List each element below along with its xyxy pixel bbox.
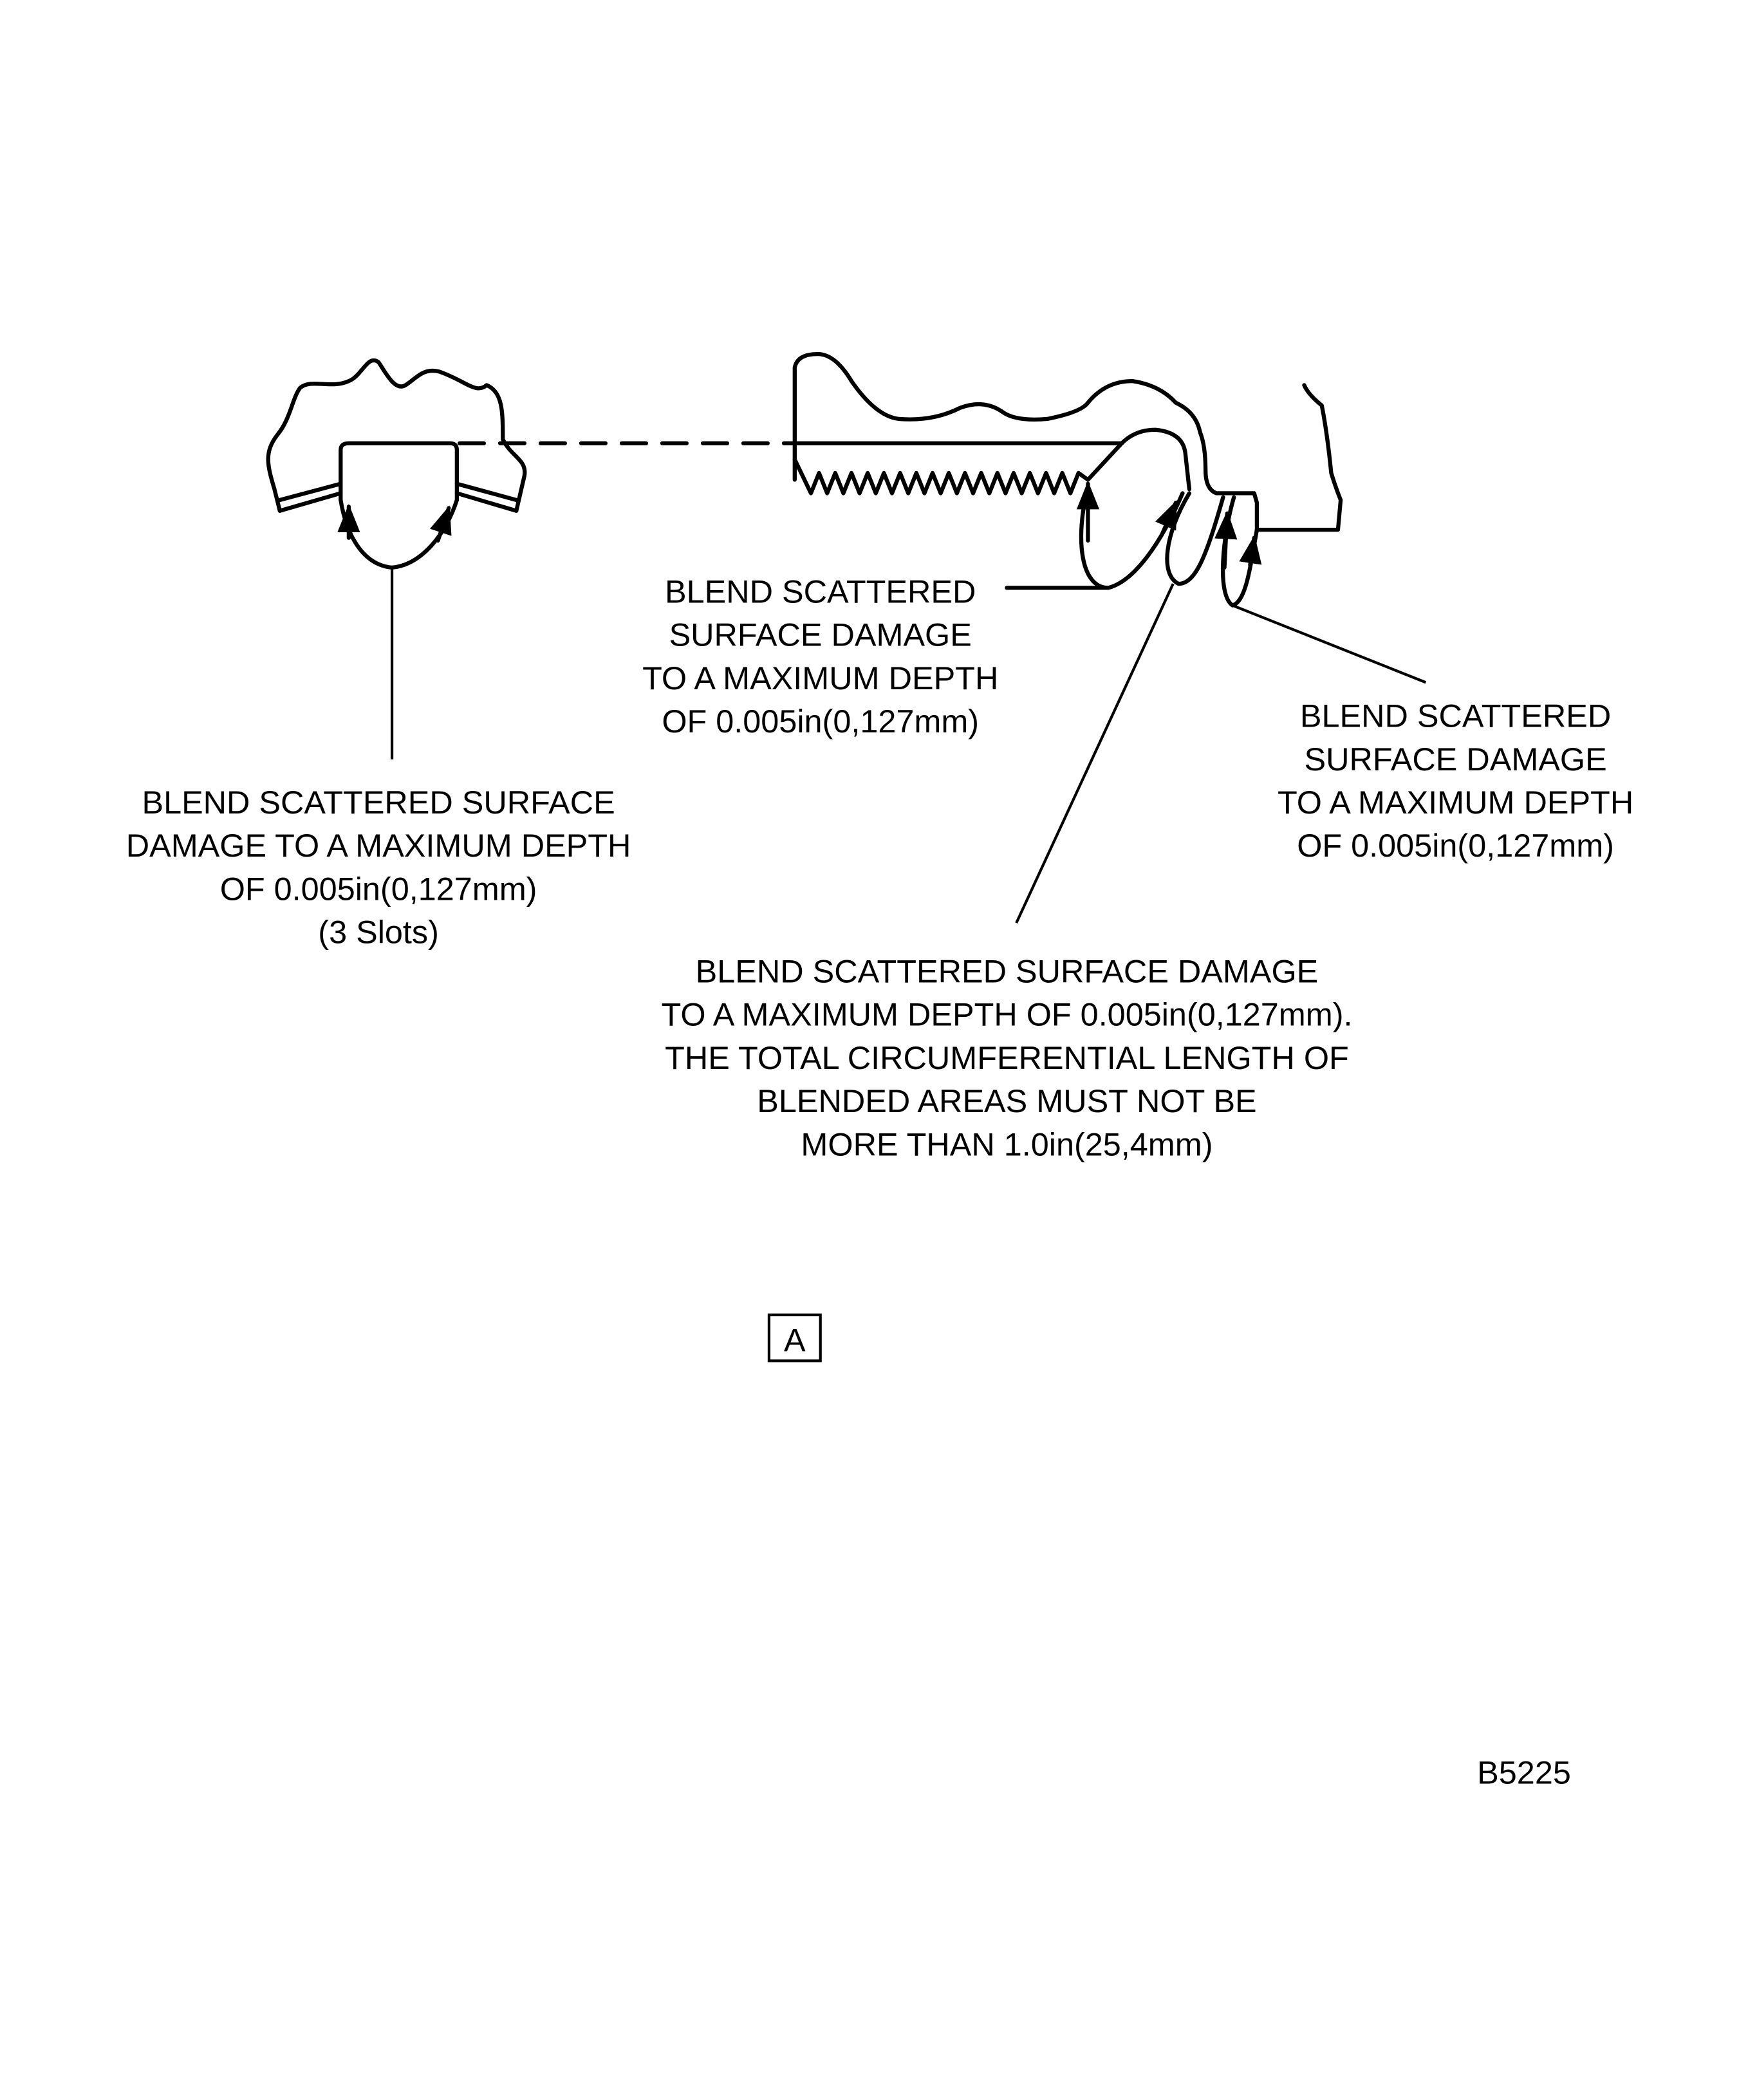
callout-line: BLEND SCATTERED SURFACE xyxy=(142,784,615,821)
callout-line: OF 0.005in(0,127mm) xyxy=(220,870,537,907)
callout-line: SURFACE DAMAGE xyxy=(1304,741,1606,777)
callout-line: DAMAGE TO A MAXIMUM DEPTH xyxy=(126,827,631,864)
callout-line: OF 0.005in(0,127mm) xyxy=(1297,827,1614,864)
slot-section-view xyxy=(266,358,527,760)
callout-line: BLEND SCATTERED xyxy=(665,573,976,609)
callout-line: (3 Slots) xyxy=(318,914,439,951)
view-label: A xyxy=(784,1322,806,1359)
callout-line: THE TOTAL CIRCUMFERENTIAL LENGTH OF xyxy=(665,1039,1349,1076)
callout-line: TO A MAXIMUM DEPTH xyxy=(1278,784,1633,821)
callout-line: BLEND SCATTERED xyxy=(1300,698,1611,734)
callout-line: MORE THAN 1.0in(25,4mm) xyxy=(801,1126,1213,1162)
disk-profile-view xyxy=(792,351,1427,924)
callout-bottom: BLEND SCATTERED SURFACE DAMAGE TO A MAXI… xyxy=(661,953,1352,1163)
callout-left: BLEND SCATTERED SURFACE DAMAGE TO A MAXI… xyxy=(126,784,631,951)
figure-id: B5225 xyxy=(1477,1754,1571,1791)
callout-line: SURFACE DAMAGE xyxy=(669,617,972,653)
view-label-box: A xyxy=(767,1313,822,1362)
callout-right: BLEND SCATTERED SURFACE DAMAGE TO A MAXI… xyxy=(1278,698,1633,864)
callout-line: TO A MAXIMUM DEPTH OF 0.005in(0,127mm). xyxy=(661,996,1352,1033)
callout-line: BLEND SCATTERED SURFACE DAMAGE xyxy=(696,953,1319,990)
callout-line: BLENDED AREAS MUST NOT BE xyxy=(757,1083,1256,1119)
callout-line: TO A MAXIMUM DEPTH xyxy=(642,660,998,696)
callout-line: OF 0.005in(0,127mm) xyxy=(662,703,979,739)
callout-top-center: BLEND SCATTERED SURFACE DAMAGE TO A MAXI… xyxy=(642,573,998,739)
